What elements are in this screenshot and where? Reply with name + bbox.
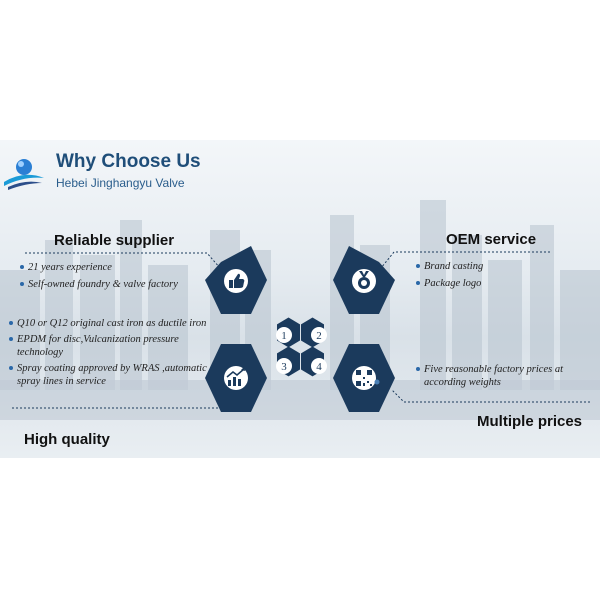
page-title: Why Choose Us [56,151,201,172]
step-number-2: 2 [316,330,322,342]
thumbs-up-icon [229,273,245,288]
oem-service-list: Brand casting Package logo [415,260,590,294]
step-number-3: 3 [281,361,287,373]
qr-code-icon [356,370,380,386]
multiple-prices-heading: Multiple prices [477,413,583,430]
list-item: EPDM for disc,Vulcanization pressure tec… [8,333,210,359]
oem-service-heading: OEM service [446,231,537,248]
list-item: Self-owned foundry & valve factory [19,278,209,291]
list-item: 21 years experience [19,261,209,274]
list-item: Five reasonable factory prices at accord… [415,363,590,389]
reliable-supplier-heading: Reliable supplier [54,232,175,249]
reliable-supplier-list: 21 years experience Self-owned foundry &… [19,261,209,295]
slide: Why Choose Us Hebei Jinghangyu Valve Rel… [0,140,600,458]
hexagon-graphic: 1 2 3 4 [205,246,395,412]
medal-icon [358,271,370,289]
high-quality-list: Q10 or Q12 original cast iron as ductile… [8,317,210,391]
growth-chart-icon [226,367,245,386]
step-number-4: 4 [316,361,322,373]
step-number-1: 1 [281,330,287,342]
list-item: Spray coating approved by WRAS ,automati… [8,362,210,388]
high-quality-heading: High quality [24,431,110,448]
list-item: Package logo [415,277,590,290]
list-item: Q10 or Q12 original cast iron as ductile… [8,317,210,330]
page-subtitle: Hebei Jinghangyu Valve [56,176,185,190]
multiple-prices-list: Five reasonable factory prices at accord… [415,363,590,389]
company-logo [4,159,44,190]
list-item: Brand casting [415,260,590,273]
